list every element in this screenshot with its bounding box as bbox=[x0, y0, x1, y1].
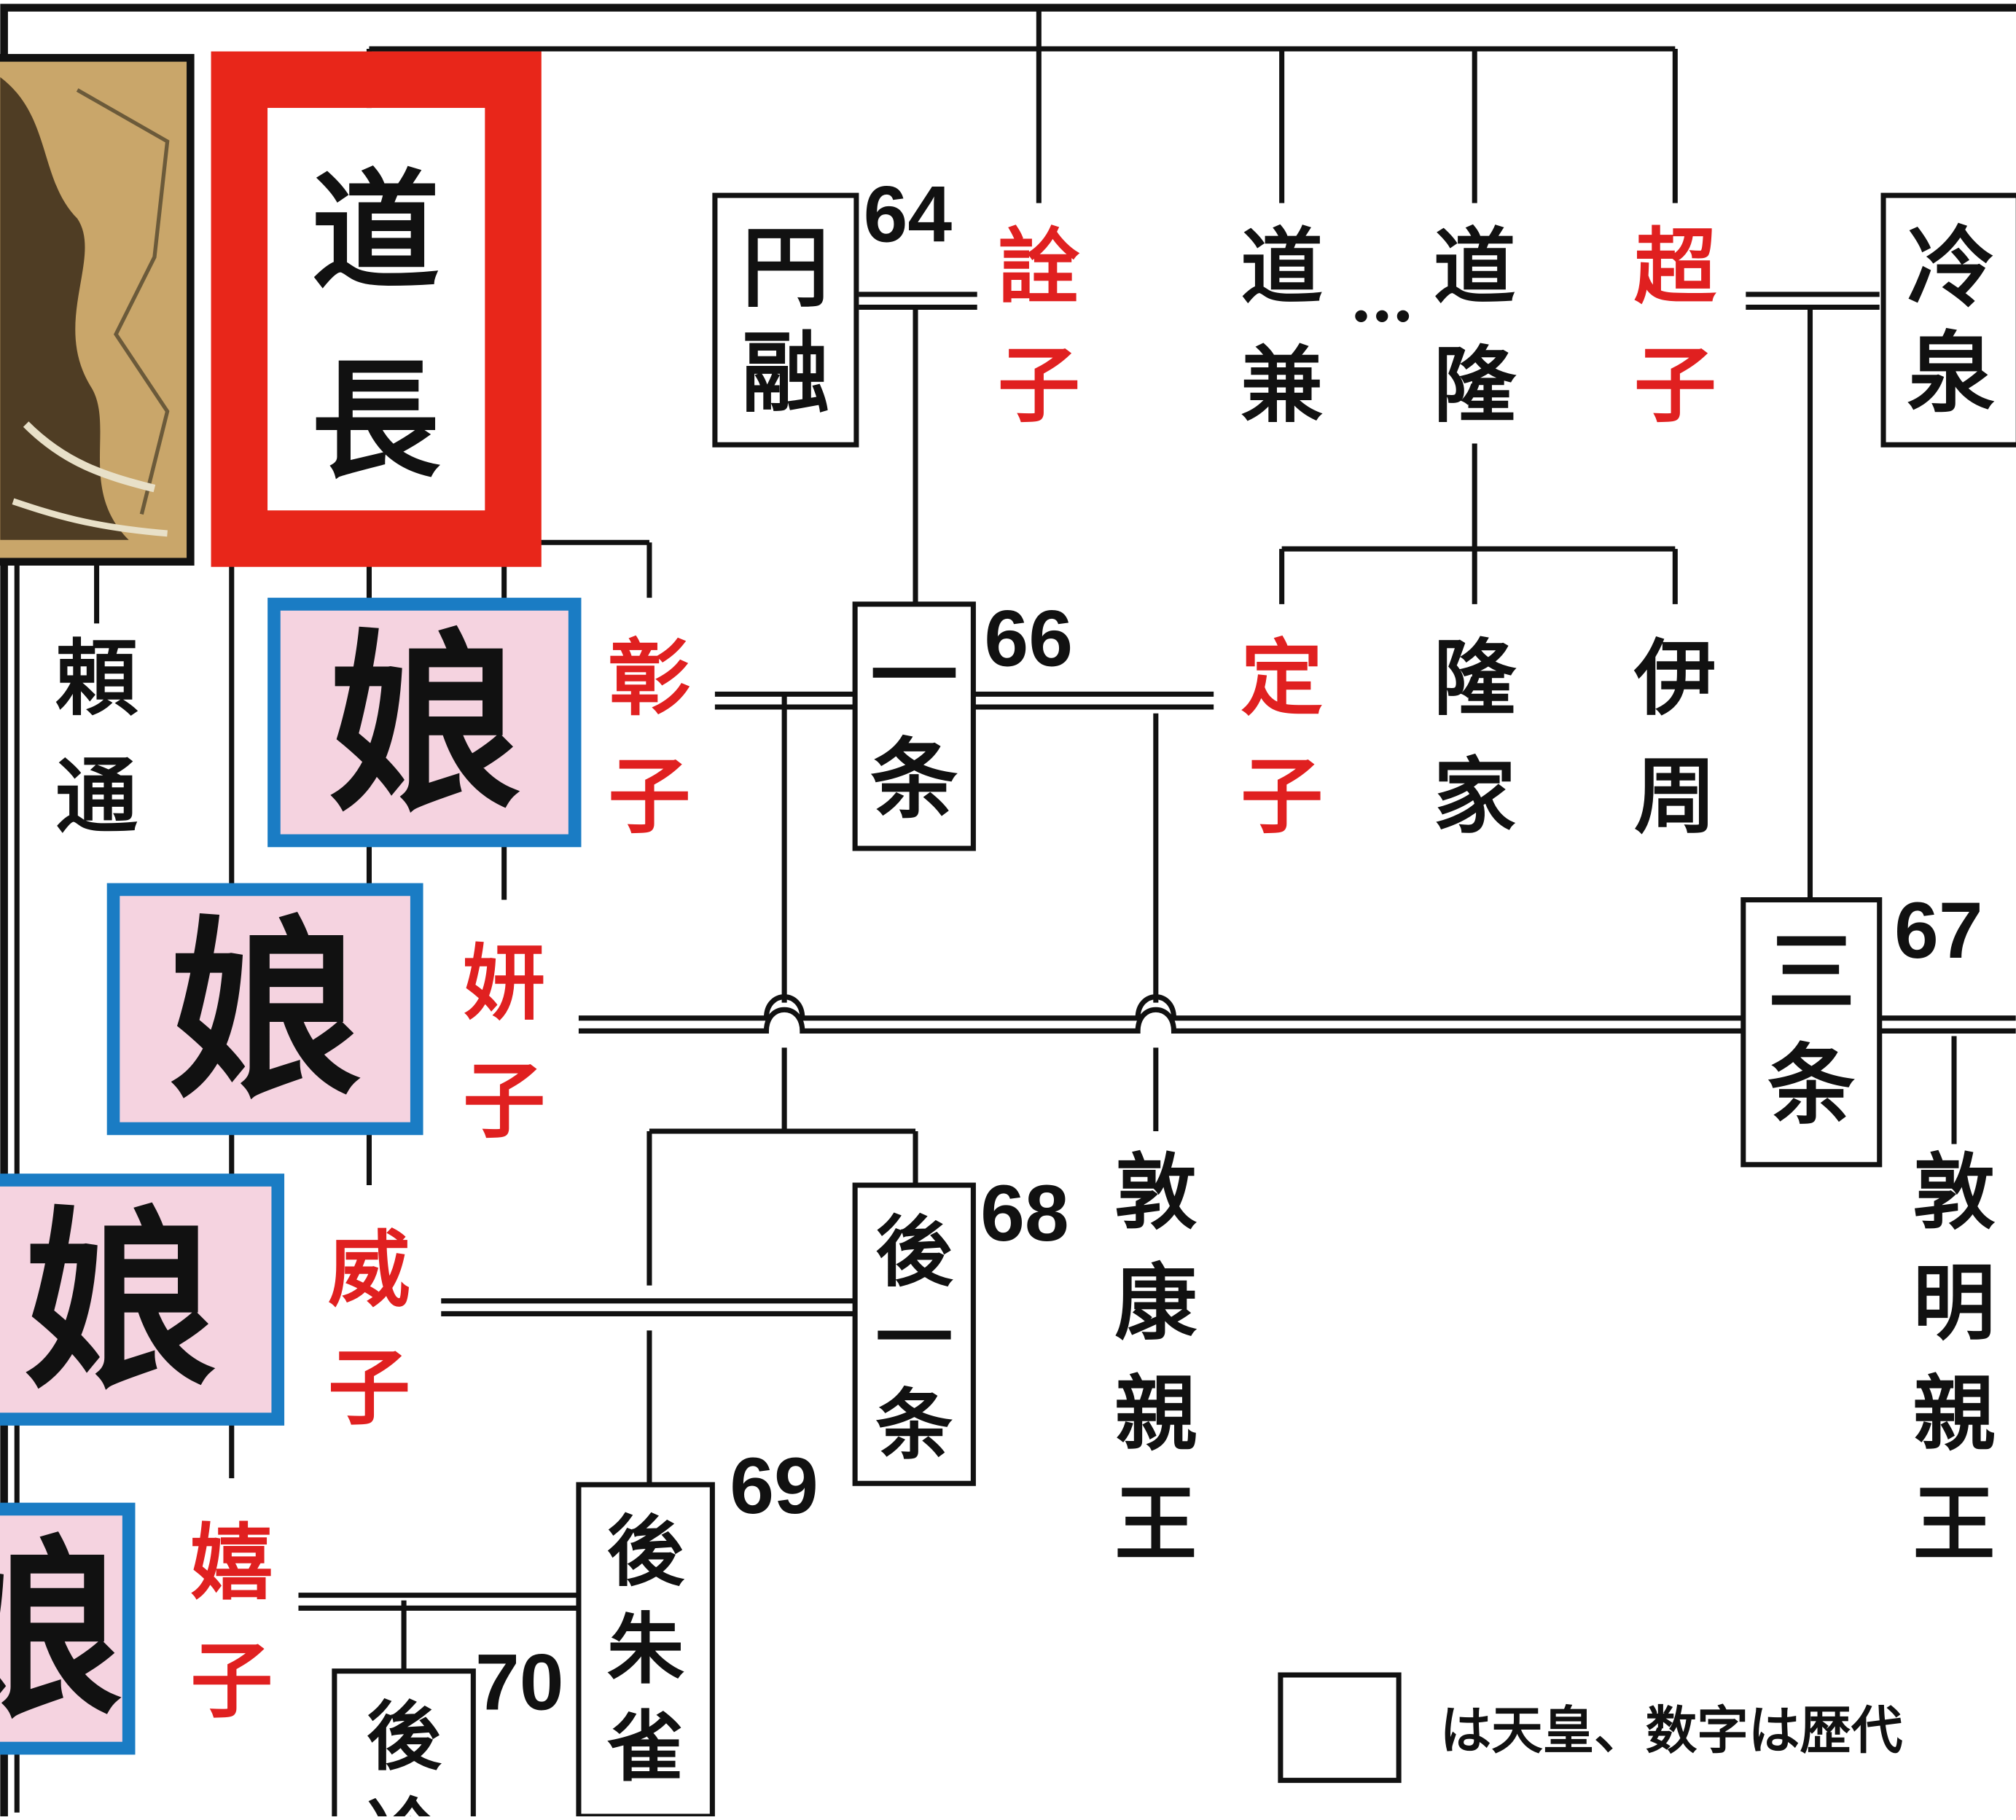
person-name-atsuyasu-2: 親 bbox=[1114, 1365, 1197, 1462]
musume-box-2 bbox=[0, 1173, 285, 1426]
person-name-yorimichi-0: 頼 bbox=[55, 630, 138, 727]
emperor-box-ichijo bbox=[852, 601, 976, 851]
diagram-frame bbox=[0, 4, 2016, 1820]
person-name-shoshi-1: 子 bbox=[609, 748, 691, 845]
emperor-name-goichijo-0: 後 bbox=[875, 1206, 953, 1297]
emperor-name-enyu-0: 円 bbox=[742, 216, 829, 319]
emperor-box-goichijo bbox=[852, 1182, 976, 1486]
legend: は天皇、数字は歴代 bbox=[1278, 1672, 1903, 1784]
person-name-takaie-0: 隆 bbox=[1434, 630, 1517, 727]
emperor-boxes: 円融64冷泉一条66三条67後一条68後朱雀69後冷70 bbox=[332, 171, 2016, 1820]
person-name-atsuyasu-1: 康 bbox=[1114, 1254, 1197, 1351]
person-name-atsuyasu-3: 王 bbox=[1114, 1475, 1197, 1572]
emperor-name-gosuzaku-0: 後 bbox=[607, 1506, 685, 1596]
emperor-number-ichijo: 66 bbox=[984, 595, 1073, 684]
emperor-name-reizei-0: 冷 bbox=[1907, 216, 1995, 319]
musume-label-0: 娘 bbox=[328, 613, 521, 837]
michinaga-char-2: 長 bbox=[311, 344, 440, 496]
person-name-ishi-1: 子 bbox=[328, 1340, 410, 1437]
emperor-name-enyu-1: 融 bbox=[742, 321, 829, 424]
legend-text: は天皇、数字は歴代 bbox=[1440, 1701, 1903, 1761]
emperor-name-ichijo-1: 条 bbox=[870, 728, 958, 831]
person-names: 詮子道兼道隆超子頼通彰子定子隆家伊周妍子威子嬉子敦康親王敦明親王… bbox=[55, 219, 1995, 1730]
person-name-kenshi-0: 妍 bbox=[463, 934, 545, 1031]
emperor-name-gosuzaku-2: 雀 bbox=[607, 1701, 684, 1792]
person-name-michikane-0: 道 bbox=[1241, 219, 1323, 316]
emperor-name-ichijo-0: 一 bbox=[870, 625, 958, 728]
person-name-michitaka-0: 道 bbox=[1434, 219, 1516, 316]
michinaga-highlight: 道 長 bbox=[211, 51, 542, 567]
person-name-atsuakira-3: 王 bbox=[1913, 1475, 1996, 1572]
emperor-box-sanjo bbox=[1740, 897, 1883, 1168]
emperor-name-goichijo-2: 条 bbox=[875, 1380, 953, 1470]
person-name-senshi-1: 子 bbox=[998, 337, 1080, 434]
emperor-number-sanjo: 67 bbox=[1894, 886, 1983, 975]
person-name-atsuakira-1: 明 bbox=[1913, 1254, 1996, 1351]
person-name-takaie-1: 家 bbox=[1434, 748, 1516, 845]
person-name-kenshi-1: 子 bbox=[463, 1052, 545, 1149]
musume-box-1 bbox=[106, 883, 423, 1136]
musume-label-1: 娘 bbox=[168, 900, 362, 1125]
person-name-shoshi-0: 彰 bbox=[609, 630, 691, 727]
musume-label-2: 娘 bbox=[23, 1190, 216, 1415]
person-name-senshi-0: 詮 bbox=[998, 219, 1080, 316]
michinaga-char-1: 道 bbox=[311, 155, 439, 307]
musume-label-3: 娘 bbox=[0, 1520, 122, 1744]
person-name-teishi-0: 定 bbox=[1241, 630, 1323, 727]
emperor-name-sanjo-0: 三 bbox=[1767, 921, 1855, 1023]
person-name-atsuakira-0: 敦 bbox=[1913, 1144, 1996, 1241]
person-name-atsuyasu-0: 敦 bbox=[1114, 1144, 1197, 1241]
emperor-number-enyu: 64 bbox=[864, 171, 953, 259]
marriage-kenshi-sanjo-b bbox=[578, 1007, 1743, 1034]
person-name-teishi-1: 子 bbox=[1241, 748, 1323, 845]
emperor-name-sanjo-1: 条 bbox=[1767, 1034, 1855, 1137]
ellipsis-michikane-michitaka: … bbox=[1350, 261, 1414, 337]
emperor-box-gosuzaku bbox=[576, 1482, 715, 1819]
person-name-ishi-0: 威 bbox=[328, 1221, 410, 1318]
person-name-korechika-0: 伊 bbox=[1633, 630, 1716, 727]
person-name-yorimichi-1: 通 bbox=[55, 748, 138, 845]
portrait-image bbox=[0, 54, 195, 566]
emperor-number-gosuzaku: 69 bbox=[730, 1442, 818, 1531]
emperor-number-goreizei: 70 bbox=[475, 1639, 564, 1727]
emperor-number-goichijo: 68 bbox=[980, 1169, 1069, 1258]
legend-box-icon bbox=[1278, 1672, 1402, 1784]
marriage-kenshi-sanjo-a bbox=[578, 994, 1743, 1021]
person-name-kishi-0: 嬉 bbox=[190, 1514, 273, 1611]
emperor-box-reizei bbox=[1880, 192, 2016, 448]
musume-box-0 bbox=[267, 598, 582, 848]
emperor-name-reizei-1: 泉 bbox=[1907, 321, 1995, 424]
emperor-name-goreizei-0: 後 bbox=[367, 1693, 442, 1781]
emperor-name-gosuzaku-1: 朱 bbox=[607, 1604, 684, 1694]
musume-box-3 bbox=[0, 1502, 136, 1755]
person-name-kishi-1: 子 bbox=[190, 1633, 273, 1730]
emperor-name-goreizei-1: 冷 bbox=[367, 1789, 441, 1816]
musume-labels: 娘娘娘娘 bbox=[0, 598, 582, 1755]
emperor-name-goichijo-1: 一 bbox=[875, 1293, 953, 1383]
person-name-korechika-1: 周 bbox=[1634, 748, 1716, 845]
emperor-box-goreizei bbox=[332, 1668, 476, 1820]
person-name-michikane-1: 兼 bbox=[1241, 337, 1323, 434]
emperor-box-enyu bbox=[712, 192, 859, 448]
person-name-atsuakira-2: 親 bbox=[1913, 1365, 1996, 1462]
person-name-choshi-0: 超 bbox=[1634, 219, 1716, 316]
person-name-choshi-1: 子 bbox=[1634, 337, 1716, 434]
person-name-michitaka-1: 隆 bbox=[1434, 337, 1517, 434]
